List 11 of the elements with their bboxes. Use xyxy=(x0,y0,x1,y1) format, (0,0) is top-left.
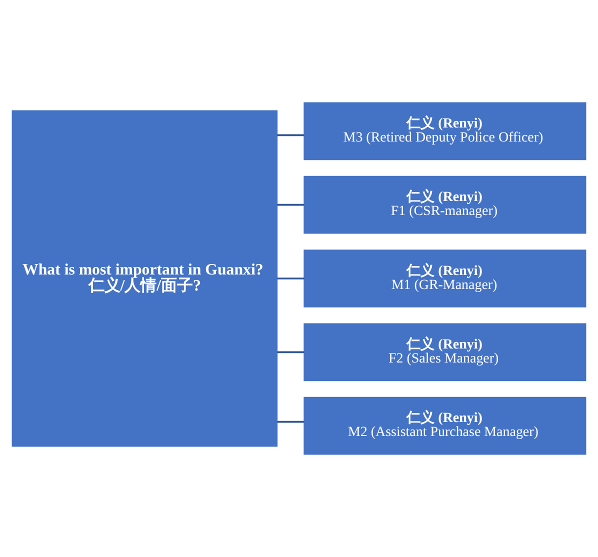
node-box: 仁义 (Renyi) M2 (Assistant Purchase Manager) xyxy=(304,396,586,455)
connector xyxy=(277,204,304,206)
node-box: 仁义 (Renyi) F2 (Sales Manager) xyxy=(304,323,586,382)
connector xyxy=(277,351,304,354)
node-box: What is most important in Guanxi? 仁义/人情/面子? xyxy=(12,110,278,447)
node-box: 仁义 (Renyi) M3 (Retired Deputy Police Officer) xyxy=(304,102,586,160)
node-box: 仁义 (Renyi) M1 (GR-Manager) xyxy=(304,250,586,308)
node-box: 仁义 (Renyi) F1 (CSR-manager) xyxy=(304,176,586,234)
connector xyxy=(277,420,304,423)
connector xyxy=(277,278,304,280)
connector xyxy=(277,134,304,136)
